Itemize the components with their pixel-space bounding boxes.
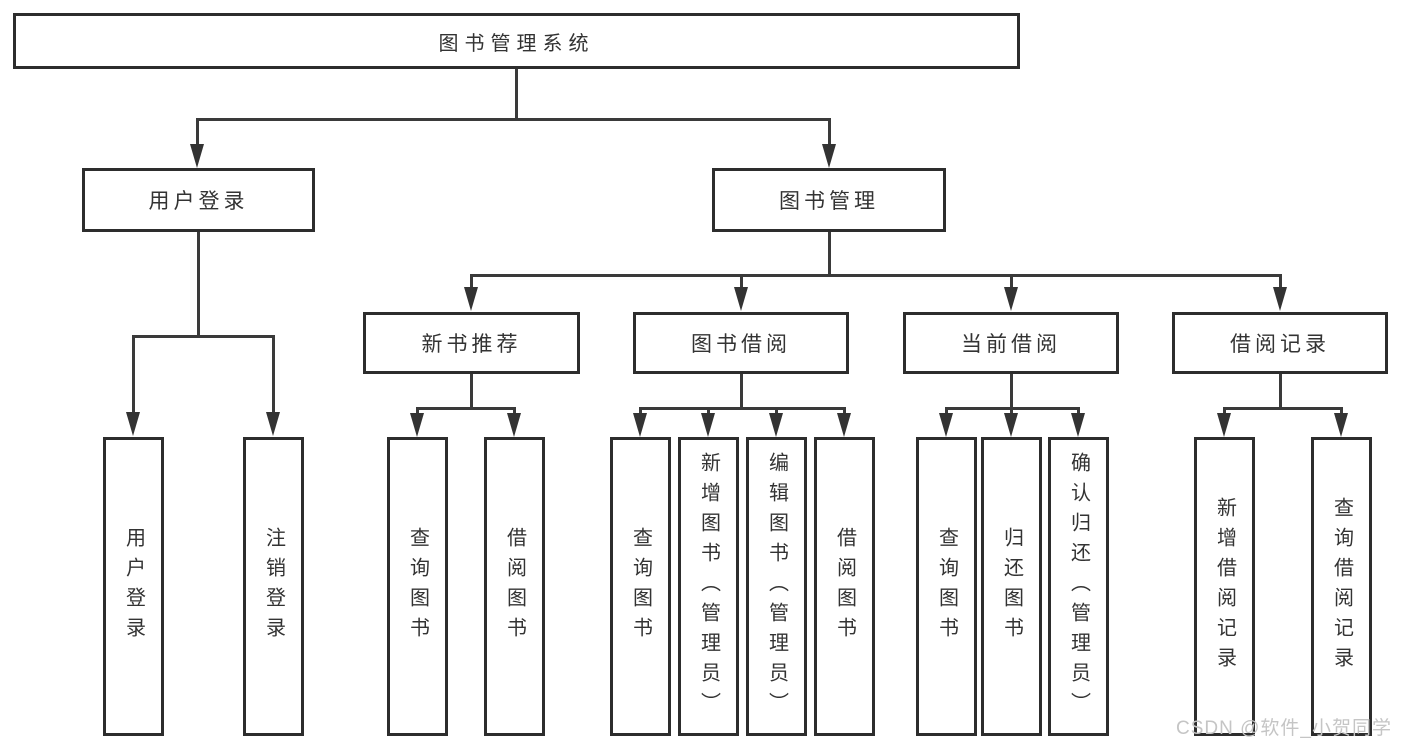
node-borrowing-records: 借阅记录 [1172,312,1388,374]
arrow-down-icon [939,413,953,437]
connector-vline [1279,274,1282,289]
node-label: 查询图书 [629,526,652,647]
connector-vline [470,274,473,289]
node-book-borrowing: 图书借阅 [633,312,849,374]
node-leaf-query-books-borrow: 查询图书 [610,437,671,736]
node-current-borrowing: 当前借阅 [903,312,1119,374]
arrow-down-icon [1217,413,1231,437]
connector-vline [1077,407,1080,415]
connector-vline [828,232,831,274]
arrow-down-icon [734,287,748,311]
connector-hline [639,407,846,410]
node-leaf-logout: 注销登录 [243,437,304,736]
arrow-down-icon [126,412,140,436]
arrow-down-icon [822,144,836,168]
connector-vline [272,335,275,414]
node-label: 图书管理 [779,190,879,213]
node-user-login: 用户登录 [82,168,315,232]
connector-vline [196,118,199,146]
watermark: CSDN @软件_小贺同学 [1176,718,1392,739]
connector-vline [132,335,135,414]
node-leaf-add-borrow-record: 新增借阅记录 [1194,437,1255,736]
node-label: 新增图书（管理员） [697,451,720,722]
node-label: 查询图书 [935,526,958,647]
connector-vline [1223,407,1226,415]
connector-vline [945,407,948,415]
node-label: 借阅图书 [503,526,526,647]
node-leaf-query-books-recommend: 查询图书 [387,437,448,736]
connector-vline [740,274,743,289]
node-leaf-add-books-admin: 新增图书（管理员） [678,437,739,736]
node-label: 注销登录 [262,526,285,647]
arrow-down-icon [464,287,478,311]
arrow-down-icon [1004,287,1018,311]
connector-vline [775,407,778,415]
node-label: 查询借阅记录 [1330,496,1353,677]
node-label: 当前借阅 [961,333,1061,356]
connector-vline [1010,274,1013,289]
arrow-down-icon [410,413,424,437]
connector-vline [513,407,516,415]
node-leaf-user-login: 用户登录 [103,437,164,736]
connector-hline [1223,407,1343,410]
connector-hline [196,118,831,121]
connector-vline [1010,374,1013,407]
node-label: 借阅图书 [833,526,856,647]
connector-hline [132,335,275,338]
node-library-system: 图书管理系统 [13,13,1020,69]
connector-vline [1340,407,1343,415]
node-label: 图书借阅 [691,333,791,356]
node-leaf-edit-books-admin: 编辑图书（管理员） [746,437,807,736]
node-label: 编辑图书（管理员） [765,451,788,722]
node-leaf-return-books: 归还图书 [981,437,1042,736]
arrow-down-icon [837,413,851,437]
connector-vline [1010,407,1013,415]
arrow-down-icon [633,413,647,437]
arrow-down-icon [507,413,521,437]
node-new-book-recommendation: 新书推荐 [363,312,580,374]
connector-vline [416,407,419,415]
node-label: 图书管理系统 [438,32,595,55]
node-label: 新书推荐 [421,333,522,356]
connector-vline [1279,374,1282,407]
node-label: 确认归还（管理员） [1067,451,1090,722]
connector-vline [515,69,518,118]
arrow-down-icon [190,144,204,168]
node-label: 用户登录 [122,526,145,647]
connector-vline [740,374,743,407]
connector-vline [707,407,710,415]
node-label: 新增借阅记录 [1213,496,1236,677]
node-leaf-query-borrow-record: 查询借阅记录 [1311,437,1372,736]
node-leaf-borrow-books-recommend: 借阅图书 [484,437,545,736]
arrow-down-icon [1334,413,1348,437]
arrow-down-icon [1071,413,1085,437]
connector-vline [470,374,473,407]
node-label: 归还图书 [1000,526,1023,647]
arrow-down-icon [701,413,715,437]
node-leaf-confirm-return-admin: 确认归还（管理员） [1048,437,1109,736]
arrow-down-icon [1273,287,1287,311]
connector-vline [197,232,200,335]
node-label: 用户登录 [148,190,249,213]
arrow-down-icon [266,412,280,436]
arrow-down-icon [1004,413,1018,437]
node-leaf-query-books-current: 查询图书 [916,437,977,736]
node-book-management: 图书管理 [712,168,946,232]
connector-hline [416,407,516,410]
connector-hline [470,274,1282,277]
node-label: 查询图书 [406,526,429,647]
connector-vline [843,407,846,415]
node-leaf-borrow-books: 借阅图书 [814,437,875,736]
connector-vline [828,118,831,146]
node-label: 借阅记录 [1230,333,1330,356]
connector-vline [639,407,642,415]
arrow-down-icon [769,413,783,437]
